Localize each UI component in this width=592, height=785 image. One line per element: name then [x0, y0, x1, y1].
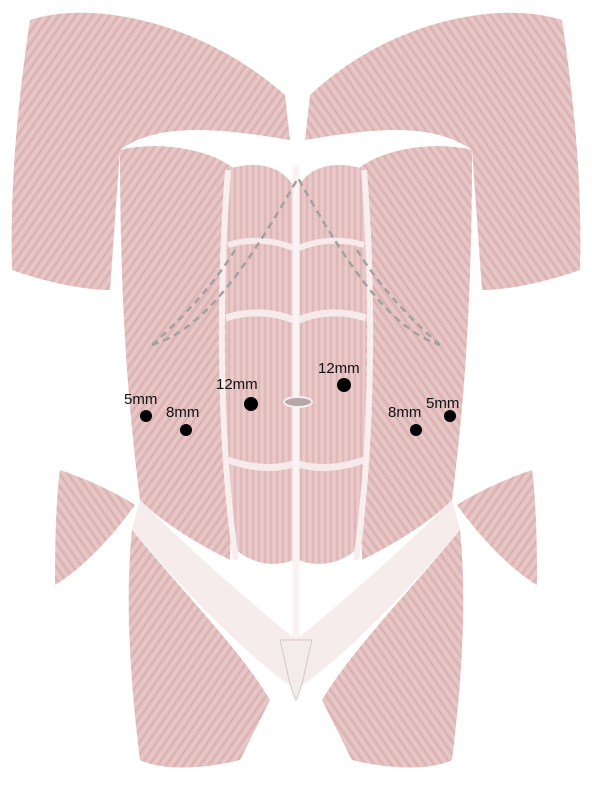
port-left-8mm: [180, 424, 192, 436]
left-arm-muscle: [55, 470, 135, 585]
port-left-5mm: [140, 410, 152, 422]
umbilicus: [284, 397, 312, 407]
port-label: 12mm: [216, 376, 258, 393]
port-label: 12mm: [318, 360, 360, 377]
port-right-12mm: [337, 378, 351, 392]
port-right-8mm: [410, 424, 422, 436]
right-arm-muscle: [457, 470, 537, 585]
port-left-12mm: [244, 397, 258, 411]
port-label: 8mm: [166, 404, 199, 421]
port-label: 5mm: [124, 391, 157, 408]
port-label: 8mm: [388, 404, 421, 421]
port-label: 5mm: [426, 395, 459, 412]
